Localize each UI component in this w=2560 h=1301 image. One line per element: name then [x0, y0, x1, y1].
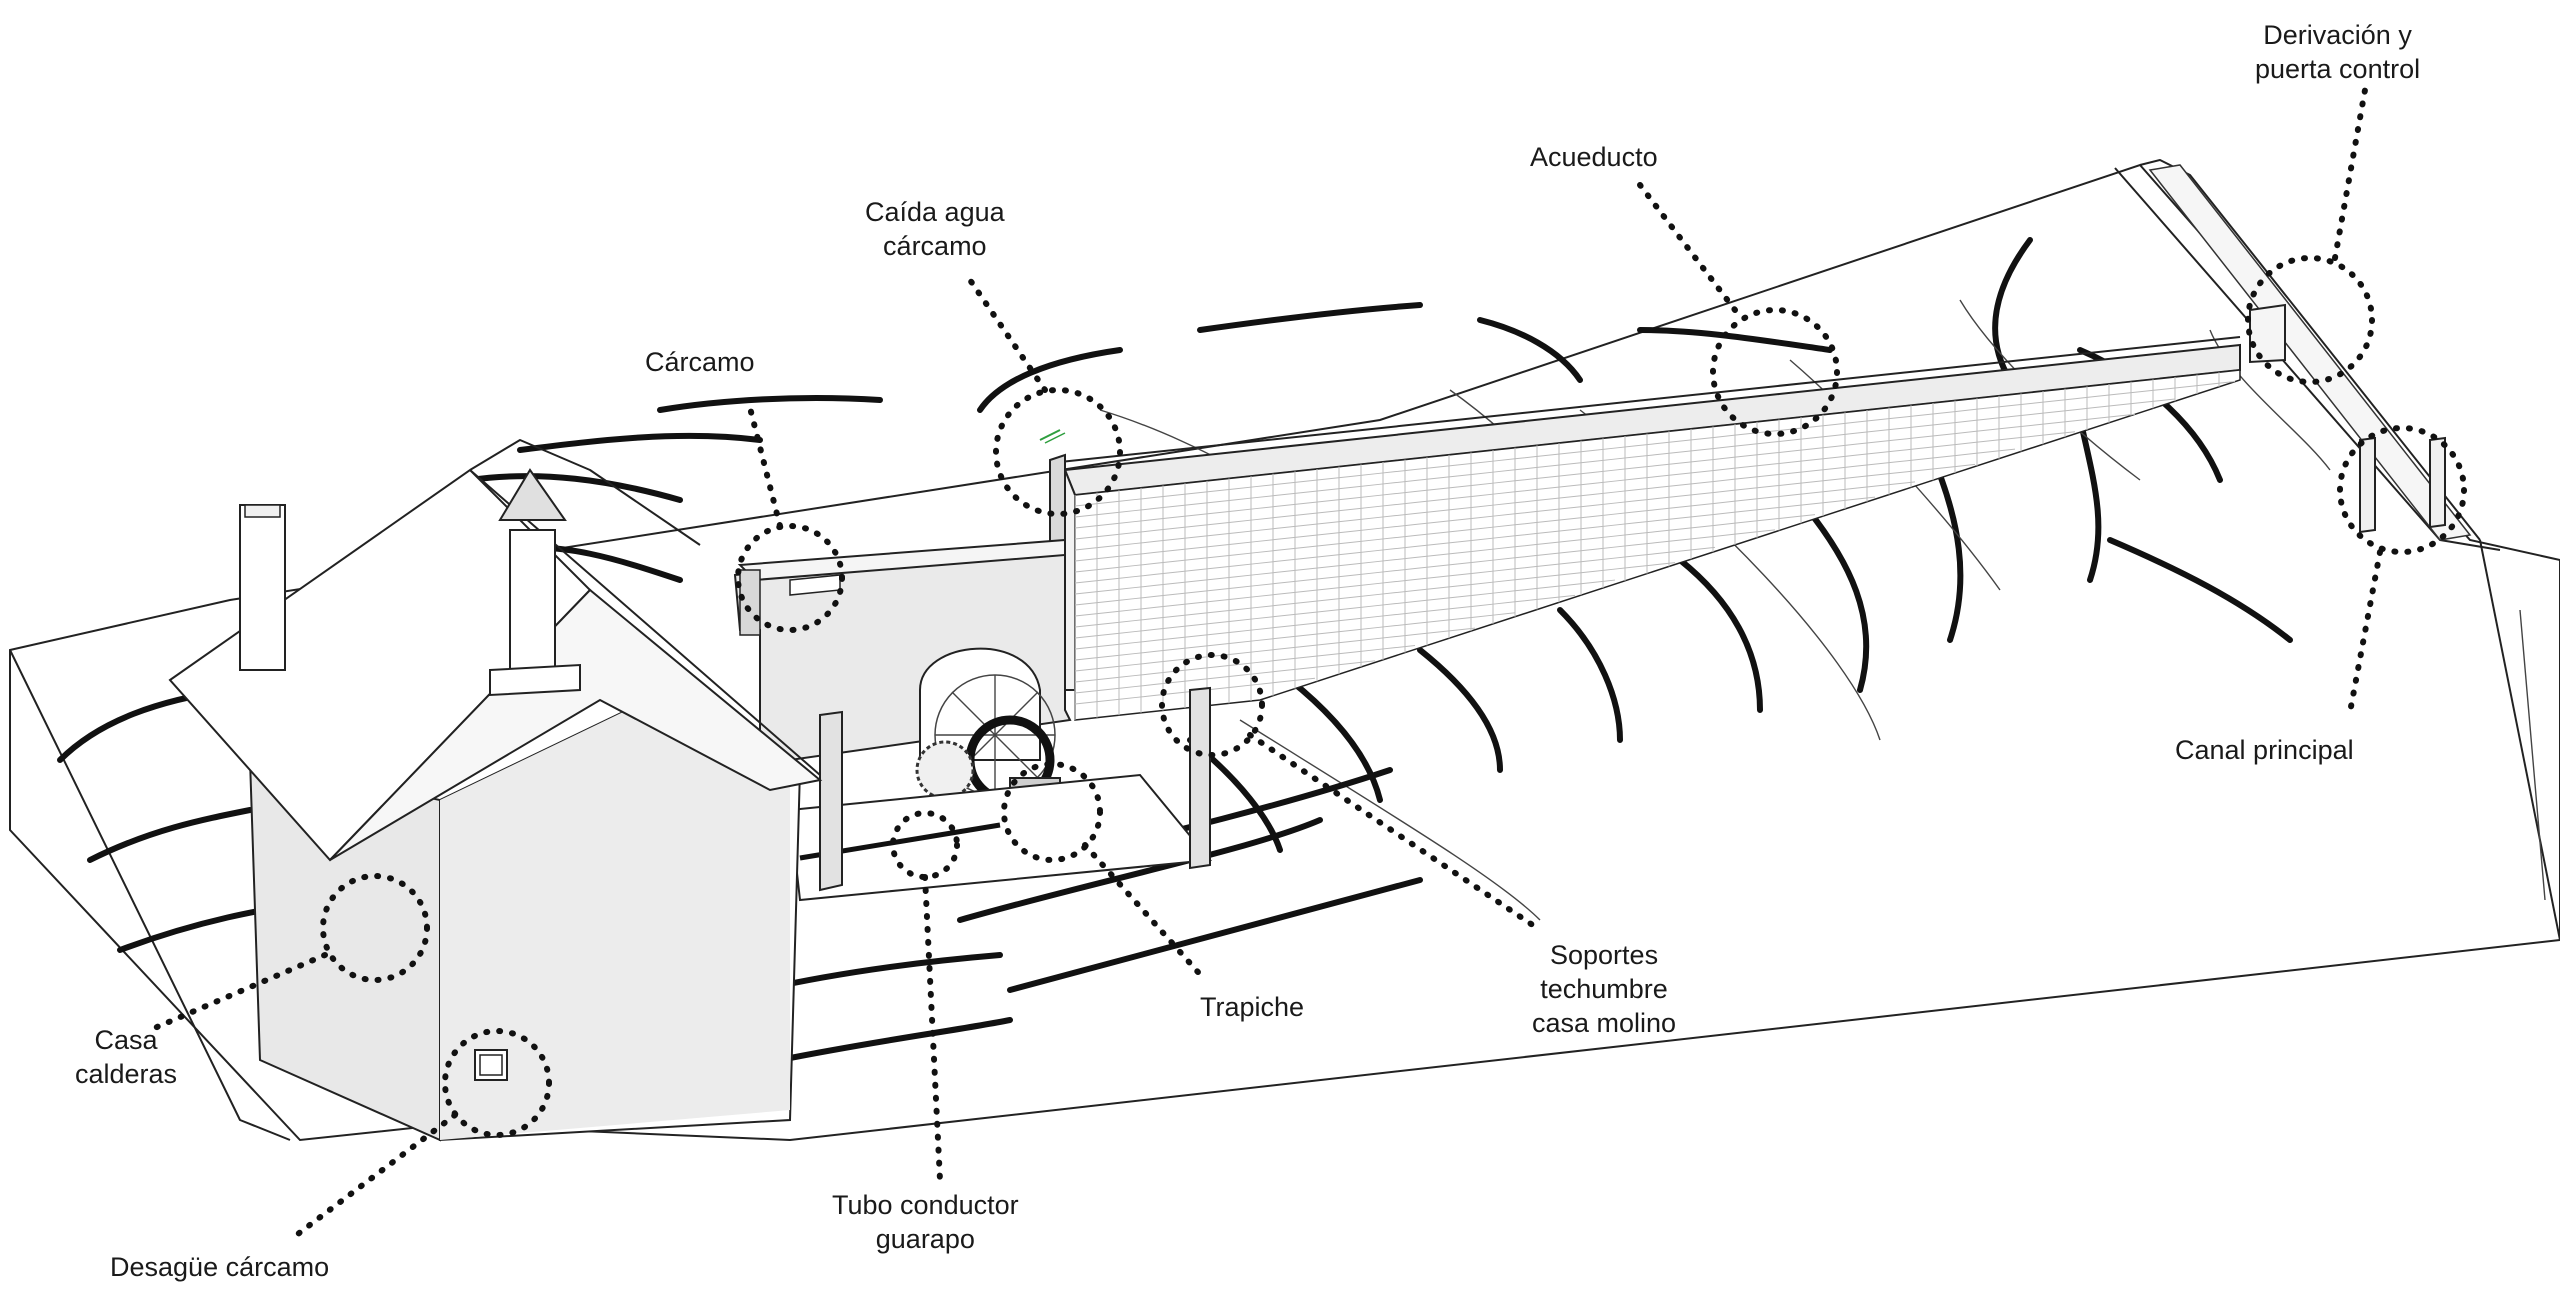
leader-desague — [287, 1112, 458, 1243]
label-derivacion-line1: Derivación y — [2263, 20, 2412, 50]
callouts — [147, 87, 2467, 1243]
label-acueducto: Acueducto — [1530, 140, 1658, 174]
label-carcamo-line1: Cárcamo — [645, 347, 755, 377]
callout-circle-acueducto — [1710, 307, 1840, 437]
label-caida-line2: cárcamo — [883, 231, 987, 261]
label-soportes-line2: techumbre — [1540, 974, 1668, 1004]
label-caida: Caída agua cárcamo — [865, 195, 1005, 263]
label-trapiche-line1: Trapiche — [1200, 992, 1305, 1022]
water-wheel — [915, 674, 1056, 805]
leader-trapiche — [1082, 842, 1208, 983]
label-tubo-line2: guarapo — [875, 1224, 975, 1254]
label-casa-line1: Casa — [94, 1025, 158, 1055]
leader-derivacion — [2332, 87, 2368, 261]
label-carcamo: Cárcamo — [645, 345, 755, 379]
label-tubo-line1: Tubo conductor — [832, 1190, 1019, 1220]
label-caida-line1: Caída agua — [865, 197, 1005, 227]
leader-carcamo — [745, 397, 783, 529]
label-derivacion: Derivación y puerta control — [2255, 18, 2420, 86]
label-canal-line1: Canal principal — [2175, 735, 2354, 765]
callout-circle-derivacion — [2245, 255, 2375, 385]
mill-house-block — [733, 429, 1212, 902]
label-casa: Casa calderas — [75, 1023, 177, 1091]
aqueduct-wall — [1049, 336, 2241, 721]
aqueduct-brick-grid — [1074, 372, 2236, 720]
leader-casa — [147, 952, 328, 1033]
leader-caida — [967, 277, 1048, 393]
label-soportes-line1: Soportes — [1550, 940, 1659, 970]
callout-circle-carcamo — [735, 523, 845, 633]
label-trapiche: Trapiche — [1200, 990, 1304, 1024]
label-derivacion-line2: puerta control — [2255, 54, 2421, 84]
label-tubo: Tubo conductor guarapo — [832, 1188, 1019, 1256]
leader-acueducto — [1637, 182, 1738, 313]
callout-circle-desague — [442, 1028, 552, 1138]
label-desague: Desagüe cárcamo — [110, 1250, 329, 1284]
canal-posts — [2249, 303, 2446, 534]
callout-circle-caida — [993, 387, 1123, 517]
callout-circle-trapiche — [1001, 761, 1103, 863]
label-soportes-line3: casa molino — [1532, 1008, 1677, 1038]
label-soportes: Soportes techumbre casa molino — [1532, 938, 1676, 1040]
label-canal: Canal principal — [2175, 733, 2354, 767]
casa-calderas-building — [168, 439, 823, 1142]
callout-circle-canal — [2337, 425, 2467, 555]
leader-canal — [2347, 549, 2383, 715]
label-casa-line2: calderas — [75, 1059, 178, 1089]
leader-tubo — [922, 874, 943, 1183]
label-acueducto-line1: Acueducto — [1530, 142, 1658, 172]
callout-circle-casa — [320, 873, 430, 983]
label-desague-line1: Desagüe cárcamo — [110, 1252, 330, 1282]
callout-circle-soportes — [1159, 652, 1265, 758]
